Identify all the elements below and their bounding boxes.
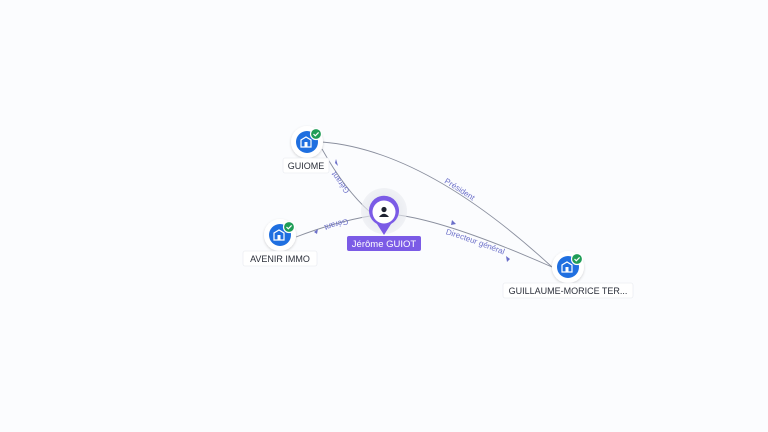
node-guiome[interactable]: GUIOME	[282, 126, 330, 174]
node-avenir-immo[interactable]: AVENIR IMMO	[242, 219, 318, 267]
edge-guiome-guillaume[interactable]	[321, 141, 553, 268]
node-label: GUIOME	[288, 161, 325, 171]
edge-label: Gérant	[323, 217, 350, 232]
edge-label: Directeur général	[445, 227, 506, 256]
node-label: GUILLAUME-MORICE TER...	[509, 286, 628, 296]
node-label: Jérôme GUIOT	[352, 239, 417, 250]
edge-label: Gérant	[329, 169, 351, 195]
edge-arrow	[335, 159, 338, 166]
edge-arrow	[314, 229, 318, 234]
node-label: AVENIR IMMO	[250, 254, 310, 264]
node-person[interactable]: Jérôme GUIOT	[347, 188, 421, 251]
edge-arrow	[451, 220, 456, 225]
verified-badge-icon	[570, 252, 584, 266]
node-guillaume-morice[interactable]: GUILLAUME-MORICE TER...	[502, 251, 634, 299]
edge-label: Président	[443, 177, 477, 203]
edge-person-guillaume[interactable]	[397, 214, 553, 268]
edges-layer	[295, 141, 553, 268]
verified-badge-icon	[282, 220, 296, 234]
edge-arrow	[506, 256, 510, 262]
user-icon	[379, 206, 389, 217]
verified-badge-icon	[309, 127, 323, 141]
